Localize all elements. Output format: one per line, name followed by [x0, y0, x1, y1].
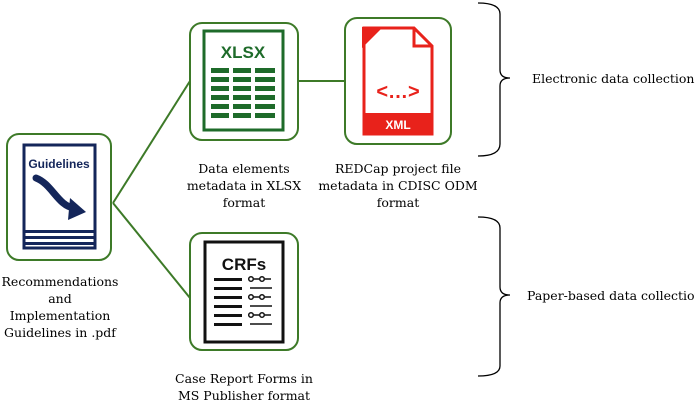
guidelines-caption-line: Recommendations [1, 274, 119, 289]
guidelines-node: Guidelines [6, 133, 112, 261]
spreadsheet-icon: XLSX [202, 29, 285, 132]
xlsx-caption-line: format [222, 195, 266, 210]
electronic-group-brace [477, 2, 511, 157]
paper-group-brace [477, 216, 511, 377]
xml-icon-text: XML [385, 118, 410, 132]
xml-code-symbol: <…> [376, 81, 419, 103]
crf-form-icon: CRFs [203, 240, 285, 344]
xlsx-node: XLSX [189, 22, 299, 141]
connector-guidelines-crf [112, 202, 191, 299]
connector-guidelines-xlsx [112, 80, 191, 204]
redcap-node: <…> XML [344, 17, 452, 145]
guidelines-document-icon: Guidelines [22, 143, 97, 250]
connectors [112, 80, 345, 299]
guidelines-caption: Recommendations and Implementation Guide… [0, 273, 120, 341]
guidelines-icon-text: Guidelines [28, 157, 90, 171]
electronic-data-collection-label: Electronic data collection [532, 71, 695, 86]
guidelines-caption-line: Guidelines in .pdf [4, 325, 116, 340]
crf-caption-line: MS Publisher format [177, 388, 311, 403]
crf-caption-line: Case Report Forms in [175, 371, 313, 386]
xlsx-caption-line: Data elements [198, 161, 290, 176]
redcap-caption-line: REDCap project file [334, 161, 462, 176]
crf-icon-text: CRFs [222, 255, 266, 274]
redcap-caption-line: metadata in CDISC ODM [318, 178, 478, 193]
guidelines-caption-line: and Implementation [9, 291, 111, 323]
xlsx-caption-line: metadata in XLSX [186, 178, 302, 193]
redcap-caption: REDCap project file metadata in CDISC OD… [318, 160, 478, 211]
redcap-caption-line: format [376, 195, 420, 210]
crf-caption: Case Report Forms in MS Publisher format [168, 370, 320, 404]
xml-file-icon: <…> XML [362, 26, 434, 136]
paper-data-collection-label: Paper-based data collection [527, 288, 695, 303]
xlsx-icon-text: XLSX [221, 43, 266, 62]
crf-node: CRFs [189, 232, 299, 351]
xlsx-caption: Data elements metadata in XLSX format [175, 160, 313, 211]
